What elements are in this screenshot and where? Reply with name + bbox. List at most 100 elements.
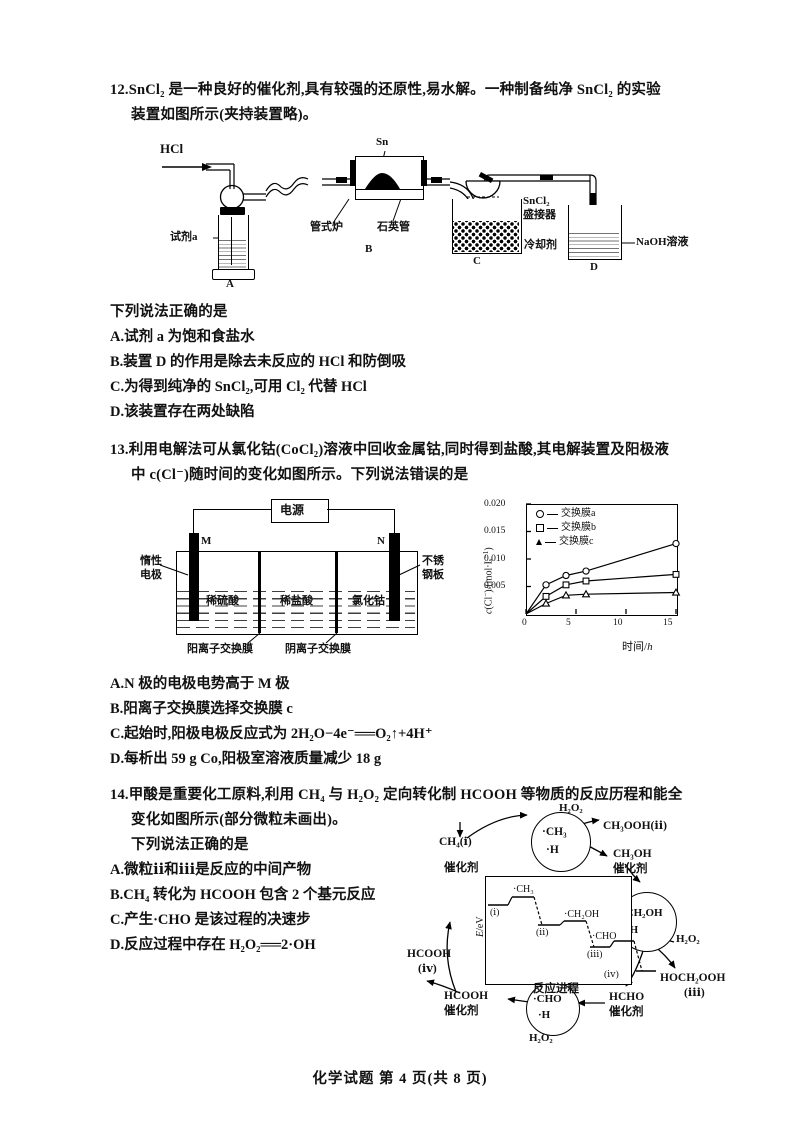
q13-option-d[interactable]: D.每析出 59 g Co,阳极室溶液质量减少 18 g	[110, 751, 382, 767]
chart-plot-area	[526, 504, 678, 616]
inert-electrode-label-1: 惰性	[140, 555, 162, 567]
steel-plate-label-1: 不锈	[422, 555, 444, 567]
energy-axis-label: E/eV	[475, 916, 486, 937]
chart-xlabel: 时间/h	[622, 641, 653, 653]
device-a-label: A	[226, 278, 234, 290]
hcooh-iv-label-1: HCOOH	[407, 948, 452, 960]
steel-plate-label-2: 钢板	[422, 569, 444, 581]
xtick-15: 15	[663, 618, 673, 628]
energy-species-ch3: ·CH₃	[513, 884, 534, 895]
legend-line-b	[547, 527, 558, 529]
device-d-label: D	[590, 261, 598, 273]
legend-marker-square-icon	[536, 524, 544, 532]
q13-number: 13.	[110, 442, 129, 458]
legend-marker-triangle-icon	[536, 539, 542, 545]
energy-state-ii: (ⅱ)	[536, 928, 549, 938]
radical-cho-circle	[526, 982, 580, 1036]
cation-membrane-label: 阳离子交换膜	[187, 643, 253, 655]
radical-cho-label-2: ·H	[538, 1009, 551, 1021]
legend-label-b: 交换膜b	[561, 522, 596, 533]
stopper-a	[220, 207, 245, 215]
sncl2-receiver-label-1: SnCl₂	[523, 195, 550, 207]
electrode-m	[189, 533, 199, 621]
q12-stem-line2: 装置如图所示(夹持装置略)。	[131, 107, 318, 123]
sncl2-receiver-label-2: 盛接器	[523, 209, 556, 221]
chart-ylabel: c(Cl−)/(mol·L−1)	[482, 547, 495, 614]
coolant-particles	[453, 221, 519, 252]
xtick-5: 5	[566, 618, 571, 628]
energy-profile-box: (ⅰ) (ⅱ) (ⅲ) (ⅳ) ·CH₃ ·CH₂OH ·CHO E/eV	[475, 876, 656, 985]
wire-left-vertical	[193, 509, 195, 536]
hcl-inlet-label: HCl	[160, 141, 184, 156]
energy-state-i: (ⅰ)	[490, 908, 500, 918]
q14-option-a[interactable]: A.微粒ⅱ和ⅲ是反应的中间产物	[110, 862, 312, 878]
energy-state-iii: (ⅲ)	[587, 950, 603, 960]
catalyst-1-label: 催化剂	[444, 862, 479, 874]
legend-item-b: 交换膜b	[536, 521, 596, 535]
q14-number-and-stem-line1: 14.甲酸是重要化工原料,利用 CH₄ 与 H₂O₂ 定向转化制 HCOOH 等…	[110, 783, 780, 808]
electrode-n-label: N	[377, 535, 385, 547]
q12-stem-line1: SnCl₂ 是一种良好的催化剂,具有较强的还原性,易水解。一种制备纯净 SnCl…	[128, 82, 661, 98]
q13-option-c[interactable]: C.起始时,阳极电极反应式为 2H₂O−4e⁻══O₂↑+4H⁺	[110, 726, 433, 742]
q12-option-c[interactable]: C.为得到纯净的 SnCl₂,可用 Cl₂ 代替 HCl	[110, 379, 367, 395]
q14-number: 14.	[110, 787, 129, 803]
naoh-label: NaOH溶液	[636, 236, 689, 248]
h2o2-bottom-label: H₂O₂	[529, 1032, 553, 1044]
q14-option-c[interactable]: C.产生·CHO 是该过程的决速步	[110, 912, 311, 928]
cell-leader-lines	[159, 564, 421, 644]
energy-state-iv: (ⅳ)	[604, 970, 619, 980]
energy-profile-curve	[488, 896, 656, 972]
q14-stem-line1: 甲酸是重要化工原料,利用 CH₄ 与 H₂O₂ 定向转化制 HCOOH 等物质的…	[128, 787, 683, 803]
ch3ooh-ii-label: CH₃OOH(ⅱ)	[603, 820, 667, 832]
ytick-0015: 0.015	[484, 526, 506, 536]
electrode-n	[389, 533, 400, 621]
legend-item-a: 交换膜a	[536, 507, 596, 521]
q14-stem-line2: 变化如图所示(部分微粒未画出)。	[131, 812, 347, 828]
radical-cho-label-1: ·CHO	[533, 993, 562, 1005]
radical-ch3-label-1: ·CH₃	[542, 826, 567, 838]
wire-right-horizontal	[327, 509, 395, 511]
page-footer: 化学试题 第 4 页(共 8 页)	[312, 1071, 488, 1087]
radical-ch3-label-2: ·H	[546, 844, 559, 856]
ch4-i-label: CH₄(ⅰ)	[439, 836, 472, 848]
anion-exchange-membrane	[335, 551, 339, 633]
q13-option-a[interactable]: A.N 极的电极电势高于 M 极	[110, 676, 290, 692]
ytick-0005: 0.005	[484, 581, 506, 591]
receiver-flask	[465, 180, 501, 199]
q14-option-b[interactable]: B.CH₄ 转化为 HCOOH 包含 2 个基元反应	[110, 887, 376, 903]
radical-ch3-circle	[531, 812, 591, 872]
ch3oh-label-2: 催化剂	[613, 863, 648, 875]
q12-option-d[interactable]: D.该装置存在两处缺陷	[110, 404, 255, 420]
legend-label-a: 交换膜a	[561, 508, 596, 519]
energy-species-ch2oh: ·CH₂OH	[564, 909, 600, 920]
electrode-m-label: M	[201, 535, 212, 547]
q12-option-a[interactable]: A.试剂 a 为饱和食盐水	[110, 329, 255, 345]
furnace-right-seal	[421, 160, 427, 186]
device-c-label: C	[473, 255, 481, 267]
anion-membrane-label: 阴离子交换膜	[285, 643, 351, 655]
energy-species-cho: ·CHO	[592, 931, 617, 942]
q13-option-b[interactable]: B.阳离子交换膜选择交换膜 c	[110, 701, 293, 717]
q12-number-and-stem-line1: 12.SnCl₂ 是一种良好的催化剂,具有较强的还原性,易水解。一种制备纯净 S…	[110, 78, 770, 103]
legend-marker-circle-icon	[536, 510, 544, 518]
reaction-progress-label: 反应进程	[533, 983, 579, 995]
q12-option-b[interactable]: B.装置 D 的作用是除去未反应的 HCl 和防倒吸	[110, 354, 407, 370]
q13-chart-figure: 0.020 0.015 0.010 0.005 0 5 10 15 时间/h c…	[470, 498, 710, 666]
q14-cycle-figure: ·CH₃ ·H ·CH₂OH ·H ·CHO ·H CH₄(ⅰ) 催化剂 H₂O…	[407, 800, 782, 1048]
hcho-label-1: HCHO	[609, 991, 645, 1003]
xtick-0: 0	[522, 618, 527, 628]
legend-line-c	[545, 541, 556, 543]
h2o2-right-label: H₂O₂	[676, 933, 700, 945]
q12-prompt: 下列说法正确的是	[110, 304, 228, 320]
q12-number: 12.	[110, 82, 129, 98]
hcooh-cat-label-2: 催化剂	[444, 1005, 479, 1017]
q14-option-d[interactable]: D.反应过程中存在 H₂O₂══2·OH	[110, 937, 316, 953]
q13-stem-line2: 中 c(Cl⁻)随时间的变化如图所示。下列说法错误的是	[131, 467, 469, 483]
tube-joint-d	[590, 193, 596, 207]
tube-joint-cd	[540, 175, 553, 180]
dilute-hydrochloric-label: 稀盐酸	[280, 595, 313, 607]
furnace-bottom	[355, 189, 424, 200]
reagent-a-liquid	[219, 237, 246, 269]
ch3oh-label-1: CH₃OH	[613, 848, 652, 860]
inert-electrode-label-2: 电极	[140, 569, 162, 581]
